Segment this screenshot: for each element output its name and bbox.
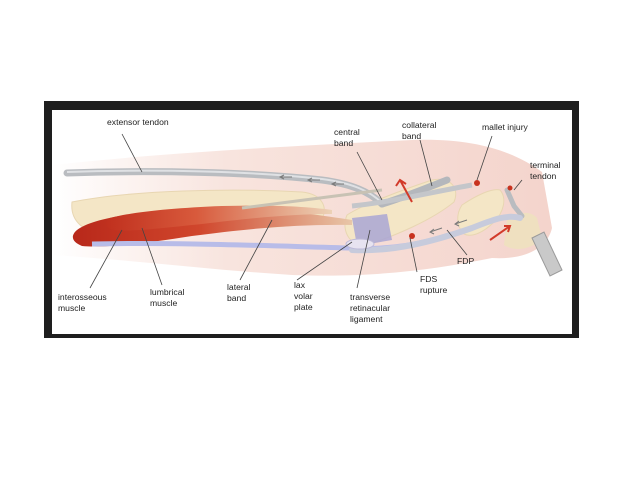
terminal-tendon-marker: [507, 185, 513, 191]
collateral-band: [351, 182, 473, 209]
fingernail: [531, 231, 563, 277]
label-transverse-retinacular-ligament: transverse retinacular ligament: [350, 292, 393, 324]
fds-rupture-marker: [409, 233, 415, 239]
label-central-band: central band: [334, 127, 362, 148]
label-terminal-tendon: terminal tendon: [530, 160, 563, 181]
label-collateral-band: collateral band: [402, 120, 439, 141]
extensor-tendon-highlight: [66, 169, 383, 204]
label-lumbrical-muscle: lumbrical muscle: [150, 287, 187, 308]
lumbrical-muscle: [105, 205, 333, 231]
label-interosseous-muscle: interosseous muscle: [58, 292, 109, 313]
terminal-tendon: [504, 187, 525, 219]
lax-volar-plate: [345, 238, 375, 250]
fdp-tendon: [349, 213, 523, 254]
label-lax-volar-plate: lax volar plate: [294, 280, 315, 312]
label-fds-rupture: FDS rupture: [420, 274, 447, 295]
label-lateral-band: lateral band: [227, 282, 253, 303]
label-extensor-tendon: extensor tendon: [107, 117, 169, 127]
diagram-panel: extensor tendon central band collateral …: [52, 110, 572, 334]
transverse-retinacular-ligament: [352, 214, 392, 246]
leader-lines: [89, 133, 523, 289]
lateral-band: [241, 188, 383, 210]
red-arrows: [395, 178, 512, 241]
label-fdp: FDP: [457, 256, 474, 266]
finger-anatomy-diagram: extensor tendon central band collateral …: [52, 117, 563, 324]
extensor-pull-arrows: [278, 174, 468, 235]
label-mallet-injury: mallet injury: [482, 122, 529, 132]
mallet-injury-marker: [474, 180, 480, 186]
